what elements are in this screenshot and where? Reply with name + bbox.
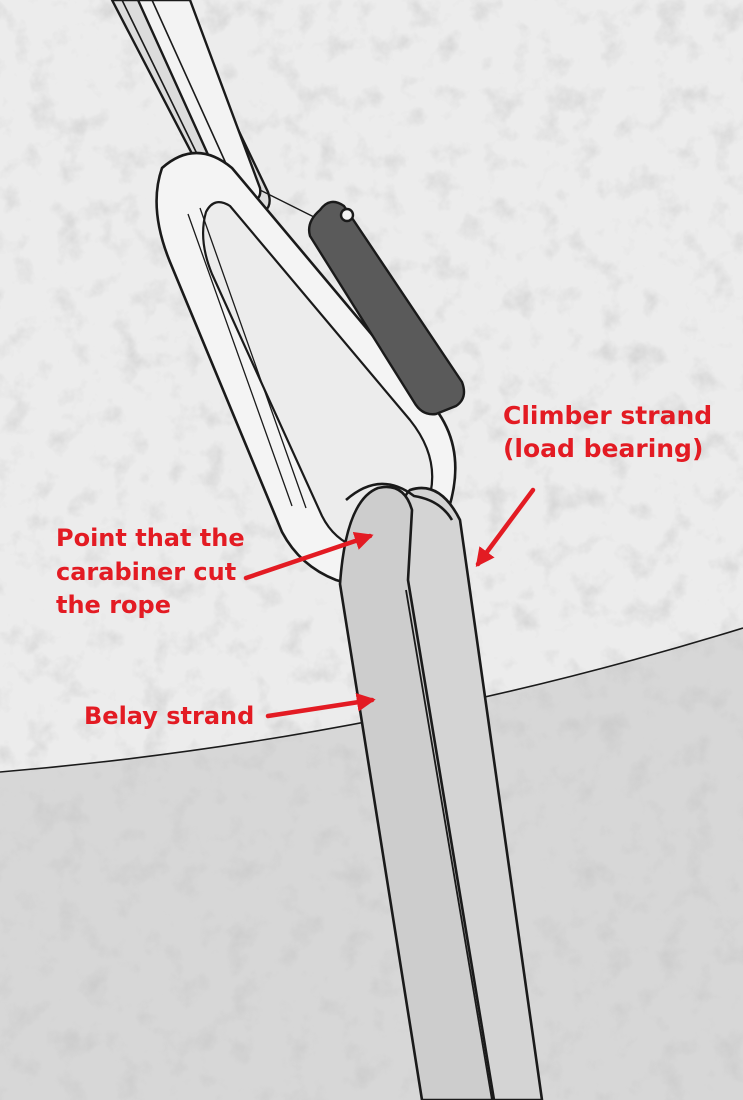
callout-line: carabiner cut — [56, 557, 237, 586]
rope-icon — [338, 482, 544, 1100]
callout-line: (load bearing) — [503, 433, 704, 463]
arrow-icon — [475, 487, 536, 568]
callout-line: Belay strand — [84, 702, 255, 730]
climber-strand-label: Climber strand (load bearing) — [503, 400, 712, 465]
arrow-icon — [265, 692, 376, 719]
cut-point-label: Point that the carabiner cut the rope — [56, 522, 245, 623]
callout-line: Climber strand — [503, 401, 713, 430]
callout-arrows — [243, 487, 536, 719]
gate — [307, 200, 466, 416]
carabiner-icon — [155, 151, 457, 587]
callout-line: the rope — [56, 591, 171, 620]
belay-strand-label: Belay strand — [84, 701, 254, 732]
belay-strand-rope — [338, 485, 496, 1100]
arrow-icon — [243, 531, 374, 581]
callout-line: Point that the — [56, 524, 245, 552]
